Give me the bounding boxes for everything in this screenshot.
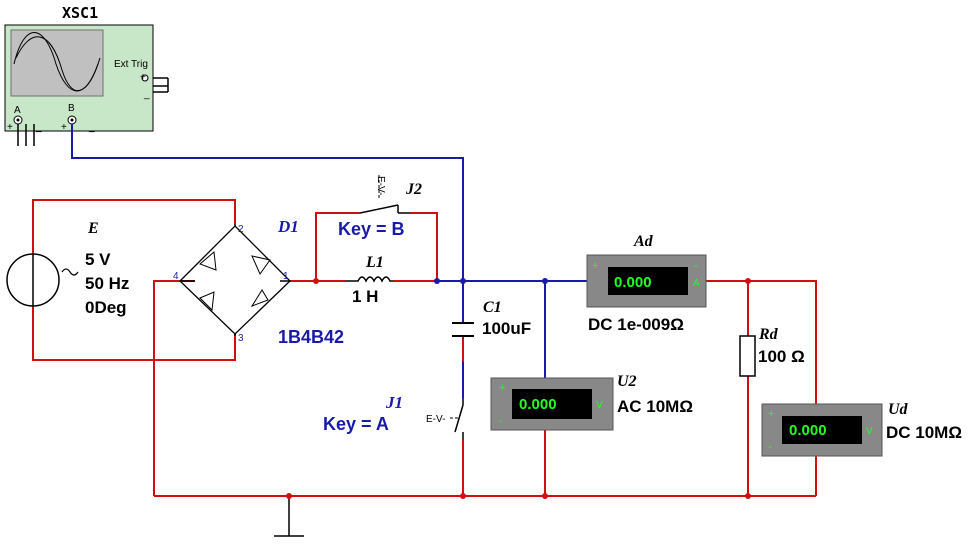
ammeter-ad[interactable]: 0.000 + - A Ad DC 1e-009Ω [586, 233, 707, 334]
resistor-rd[interactable]: Rd 100 Ω [739, 326, 805, 377]
source-voltage: 5 V [85, 250, 111, 269]
voltmeter-ud[interactable]: 0.000 + - V Ud DC 10MΩ [761, 401, 962, 457]
scope-b-wire [71, 124, 464, 281]
u2-reading: 0.000 [519, 396, 557, 413]
bridge-rectifier-d1[interactable]: 2 4 1 3 D1 1B4B42 [173, 217, 344, 347]
u2-plus: + [499, 382, 505, 394]
bridge-leads [180, 224, 290, 336]
u2-name: U2 [617, 373, 637, 390]
source-name: E [87, 220, 99, 237]
resistor-value: 100 Ω [758, 347, 805, 366]
ext-trig-minus: _ [143, 89, 150, 100]
ch-b-minus: _ [88, 122, 95, 133]
ch-a-plus: + [7, 122, 13, 133]
j1-contact [454, 398, 464, 440]
capacitor-c1[interactable]: C1 100uF [452, 299, 531, 338]
pin-1-label: 1 [283, 271, 289, 282]
channel-b-label: B [68, 103, 75, 114]
u2-mode: AC 10MΩ [617, 397, 693, 416]
ud-unit: V [866, 426, 873, 437]
ext-trig-terminal[interactable] [141, 74, 149, 82]
capacitor-value: 100uF [482, 319, 531, 338]
u2-minus: - [499, 415, 503, 427]
diode-2-icon [251, 255, 271, 276]
source-frequency: 50 Hz [85, 274, 129, 293]
oscilloscope-xsc1[interactable]: XSC1 Ext Trig + _ A B + _ + _ [4, 4, 154, 133]
ud-name: Ud [888, 401, 909, 418]
ammeter-mode: DC 1e-009Ω [588, 315, 684, 334]
ud-reading: 0.000 [789, 422, 827, 439]
ud-display [782, 416, 862, 444]
u2-unit: V [596, 400, 603, 411]
channel-a-label: A [14, 105, 21, 116]
voltmeter-u2[interactable]: 0.000 + - V U2 AC 10MΩ [490, 373, 693, 431]
j2-key: Key = B [338, 219, 405, 239]
switch-j1[interactable]: E-V- J1 Key = A [323, 393, 464, 440]
j2-name: J2 [405, 181, 422, 198]
inductor-l1[interactable]: L1 1 H [345, 254, 393, 306]
channel-a-dot [16, 118, 20, 122]
pin-3-label: 3 [238, 333, 244, 344]
j1-ev-label: E-V- [426, 414, 445, 425]
resistor-body [739, 335, 756, 377]
inductor-name: L1 [365, 254, 384, 271]
ground-symbol [274, 496, 304, 537]
ammeter-minus: - [694, 260, 698, 272]
j1-name: J1 [385, 393, 403, 412]
inductor-coil [345, 276, 393, 283]
diode-1-icon [199, 251, 217, 271]
bridge-name: D1 [277, 217, 299, 236]
ammeter-plus: + [592, 260, 598, 272]
channel-b-dot [70, 118, 74, 122]
source-top-wire [32, 199, 236, 254]
pin-4-label: 4 [173, 271, 179, 282]
source-bottom-wire [32, 306, 236, 361]
ammeter-reading: 0.000 [614, 274, 652, 291]
inductor-value: 1 H [352, 287, 378, 306]
ext-trig-plus: + [140, 72, 146, 83]
ammeter-display [608, 267, 688, 295]
bridge-diamond [179, 225, 291, 335]
ac-source-e[interactable]: E 5 V 50 Hz 0Deg [6, 220, 129, 317]
pin-2-label: 2 [238, 224, 244, 235]
diode-3-icon [199, 291, 215, 312]
scope-a-leads [17, 124, 35, 146]
ammeter-out-wire [706, 280, 817, 404]
bridge-model: 1B4B42 [278, 327, 344, 347]
ud-plus: + [768, 408, 774, 420]
bridge-neg-wire [153, 280, 195, 496]
ch-b-plus: + [61, 122, 67, 133]
capacitor-name: C1 [483, 299, 502, 316]
sine-icon [61, 268, 79, 276]
j1-key: Key = A [323, 414, 389, 434]
ext-trig-label: Ext Trig [114, 59, 148, 70]
ext-trig-leads [153, 77, 169, 93]
j2-right-wire [410, 212, 438, 281]
u2-display [512, 389, 592, 419]
junctions [286, 278, 751, 499]
ud-minus: - [768, 441, 772, 453]
ud-mode: DC 10MΩ [886, 423, 962, 442]
source-phase: 0Deg [85, 298, 127, 317]
waveform-b [15, 36, 101, 92]
resistor-name: Rd [758, 326, 779, 343]
j2-ev-label: E-V- [375, 176, 386, 195]
diode-4-icon [250, 289, 269, 307]
ch-a-minus: _ [35, 122, 42, 133]
j2-left-wire [315, 212, 360, 281]
oscilloscope-screen [10, 29, 104, 97]
oscilloscope-name: XSC1 [62, 4, 98, 22]
ammeter-name: Ad [633, 233, 654, 250]
switch-j2[interactable]: E-V- J2 Key = B [338, 175, 422, 239]
capacitor-plates [452, 322, 474, 337]
ammeter-unit: A [693, 278, 700, 289]
j2-contact [359, 204, 410, 214]
